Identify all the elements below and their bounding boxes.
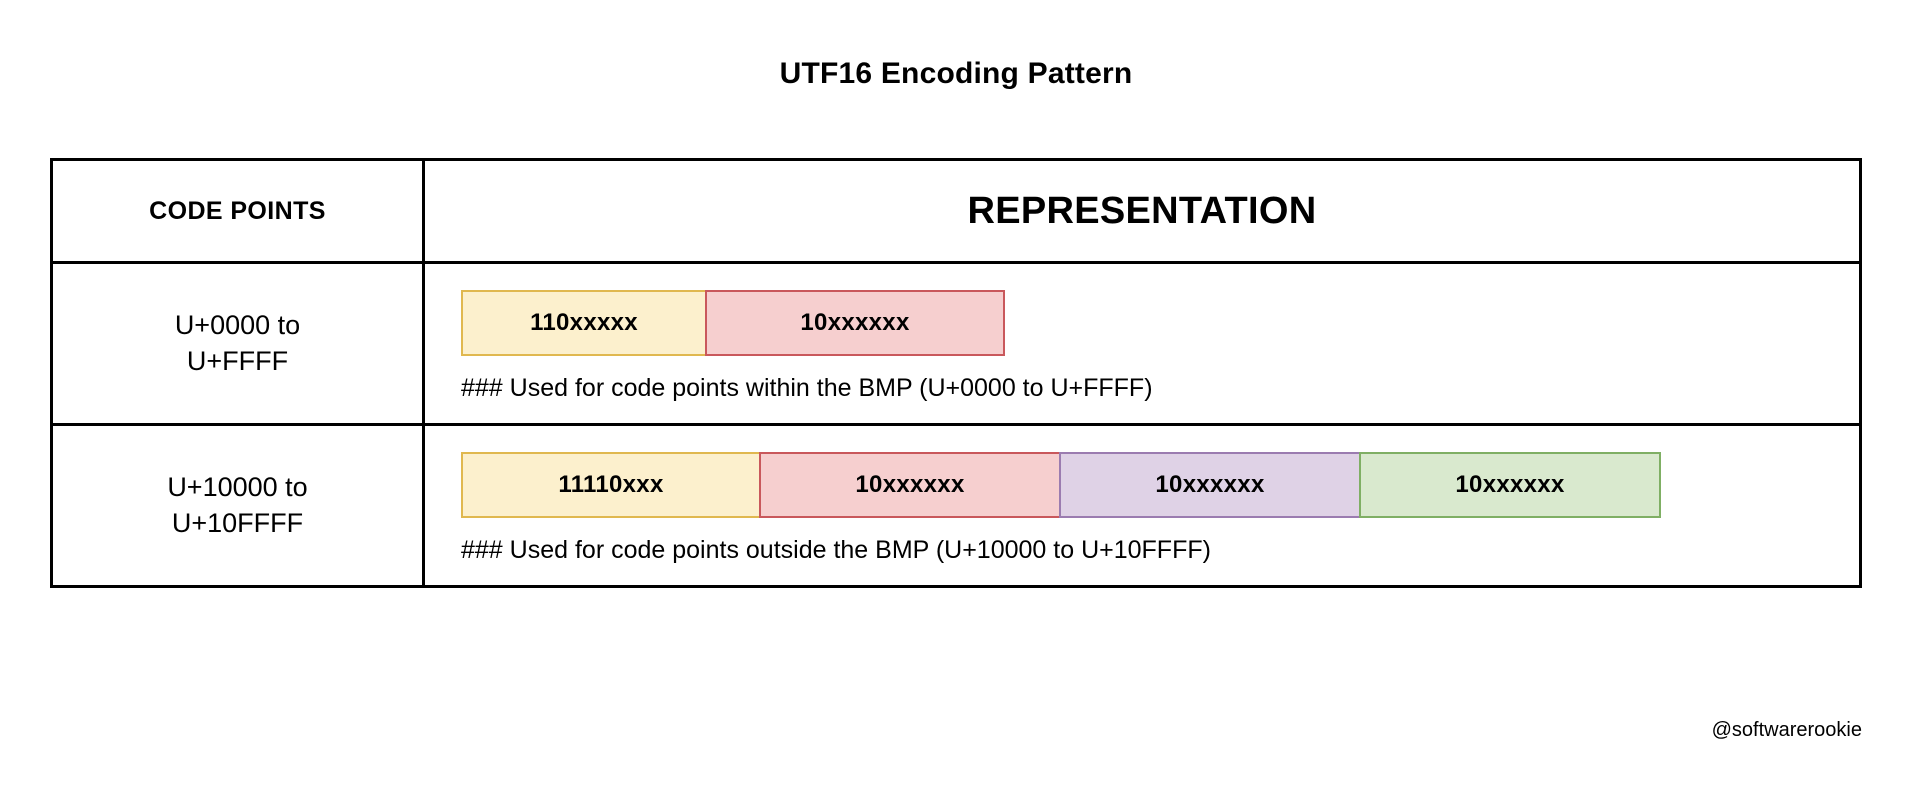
cell-code-points-supplementary: U+10000 to U+10FFFF	[53, 426, 425, 585]
page-title: UTF16 Encoding Pattern	[779, 57, 1133, 90]
byte-box-3: 10xxxxxx	[1059, 452, 1361, 518]
header-cell-representation: REPRESENTATION	[425, 161, 1859, 261]
header-cell-code-points: CODE POINTS	[53, 161, 425, 261]
code-points-line-2: U+FFFF	[186, 345, 289, 376]
byte-box-2: 10xxxxxx	[705, 290, 1005, 356]
cell-code-points-bmp: U+0000 to U+FFFF	[53, 264, 425, 423]
header-representation-label: REPRESENTATION	[967, 189, 1317, 232]
cell-representation-bmp: 110xxxxx 10xxxxxx ### Used for code poin…	[425, 264, 1859, 423]
representation-content-bmp: 110xxxxx 10xxxxxx ### Used for code poin…	[425, 264, 1859, 423]
row-description-bmp: ### Used for code points within the BMP …	[461, 374, 1153, 402]
code-points-range-supplementary: U+10000 to U+10FFFF	[167, 470, 307, 541]
row-description-supplementary: ### Used for code points outside the BMP…	[461, 536, 1211, 564]
header-code-points-label: CODE POINTS	[149, 196, 326, 225]
table-row: U+10000 to U+10FFFF 11110xxx 10xxxxxx 10…	[53, 426, 1859, 585]
watermark: @softwarerookie	[1711, 719, 1862, 741]
cell-representation-supplementary: 11110xxx 10xxxxxx 10xxxxxx 10xxxxxx ### …	[425, 426, 1859, 585]
code-points-line-2: U+10FFFF	[171, 507, 304, 538]
code-points-range-bmp: U+0000 to U+FFFF	[175, 308, 300, 379]
table-row: U+0000 to U+FFFF 110xxxxx 10xxxxxx ### U…	[53, 264, 1859, 426]
table-header-row: CODE POINTS REPRESENTATION	[53, 161, 1859, 264]
encoding-table: CODE POINTS REPRESENTATION U+0000 to U+F…	[50, 158, 1862, 588]
byte-box-2: 10xxxxxx	[759, 452, 1061, 518]
code-points-line-1: U+10000 to	[167, 471, 308, 502]
byte-box-4: 10xxxxxx	[1359, 452, 1661, 518]
byte-pattern-row-supplementary: 11110xxx 10xxxxxx 10xxxxxx 10xxxxxx	[461, 452, 1859, 518]
byte-box-1: 110xxxxx	[461, 290, 707, 356]
representation-content-supplementary: 11110xxx 10xxxxxx 10xxxxxx 10xxxxxx ### …	[425, 426, 1859, 585]
byte-box-1: 11110xxx	[461, 452, 761, 518]
code-points-line-1: U+0000 to	[174, 309, 301, 340]
byte-pattern-row-bmp: 110xxxxx 10xxxxxx	[461, 290, 1859, 356]
